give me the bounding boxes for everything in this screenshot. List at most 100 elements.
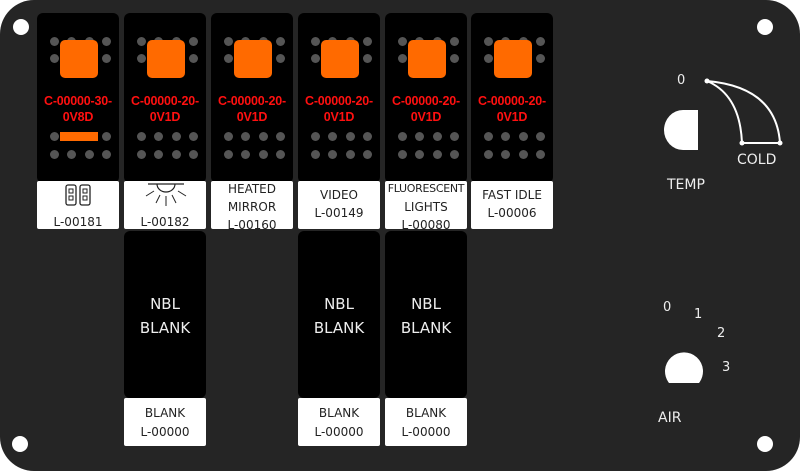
mounting-hole-bottom-left <box>12 436 28 452</box>
code-line2: 0V1D <box>410 110 442 124</box>
indicator-dot <box>433 132 442 141</box>
rocker-switch-1[interactable]: C-00000-30-0V8D <box>37 13 119 183</box>
indicator-dot <box>102 132 111 141</box>
indicator-dot <box>398 150 407 159</box>
indicator-dot <box>519 150 528 159</box>
indicator-dot <box>346 150 355 159</box>
indicator-dot <box>224 132 233 141</box>
indicator-dot <box>276 132 285 141</box>
indicator-dot <box>224 150 233 159</box>
indicator-dot <box>276 150 285 159</box>
indicator-dot <box>311 132 320 141</box>
code-line2: 0V1D <box>236 110 268 124</box>
indicator-dot <box>311 54 320 63</box>
sun-light-icon <box>145 183 187 206</box>
indicator-dot <box>224 54 233 63</box>
legend-text-line: MIRROR <box>227 200 277 214</box>
switch-part-code: C-00000-20-0V1D <box>211 93 293 125</box>
blank-label-part: L-00000 <box>140 425 190 439</box>
indicator-dot <box>328 132 337 141</box>
indicator-dot <box>50 54 59 63</box>
indicator-dot <box>346 132 355 141</box>
indicator-dot <box>501 132 510 141</box>
temp-knob[interactable] <box>663 108 703 152</box>
rocker-switch-2[interactable]: C-00000-20- 0V1D <box>124 13 206 183</box>
indicator-dot <box>241 132 250 141</box>
indicator-dot <box>328 150 337 159</box>
temp-cold-label: COLD <box>737 152 777 168</box>
code-line2: 0V1D <box>323 110 355 124</box>
indicator-dot <box>363 150 372 159</box>
indicator-lamp <box>60 40 98 78</box>
blank-plug-1: NBL BLANK <box>124 231 206 398</box>
legend-text-line: FLUORESCENT <box>387 182 465 195</box>
indicator-dot <box>259 132 268 141</box>
indicator-dot <box>450 150 459 159</box>
air-label: AIR <box>658 410 682 426</box>
blank-title-line2: BLANK <box>400 319 452 337</box>
code-line2: 0V1D <box>149 110 181 124</box>
switch-legend-1: L-00181 <box>37 181 119 229</box>
indicator-dot <box>536 54 545 63</box>
indicator-dot <box>189 54 198 63</box>
indicator-dot <box>311 37 320 46</box>
indicator-dot <box>189 37 198 46</box>
blank-label-line1: BLANK <box>318 406 360 420</box>
code-line1: C-00000-20- <box>131 94 199 108</box>
indicator-dot <box>484 132 493 141</box>
air-position-1: 1 <box>694 307 703 322</box>
rocker-switch-4[interactable]: C-00000-20-0V1D <box>298 13 380 183</box>
indicator-lamp <box>147 40 185 78</box>
blank-title-line1: NBL <box>150 295 180 313</box>
code-line2: 0V8D <box>62 110 94 124</box>
legend-part-number: L-00182 <box>140 215 190 229</box>
indicator-dot <box>85 150 94 159</box>
indicator-dot <box>536 132 545 141</box>
rocker-switch-5[interactable]: C-00000-20- 0V1D <box>385 13 467 183</box>
indicator-dot <box>433 150 442 159</box>
legend-text-line: LIGHTS <box>404 200 448 214</box>
mounting-hole-top-left <box>13 19 29 35</box>
code-line2: 0V1D <box>496 110 528 124</box>
blank-label-part: L-00000 <box>401 425 451 439</box>
indicator-dot <box>50 132 59 141</box>
code-line1: C-00000-20- <box>392 94 460 108</box>
indicator-lamp <box>321 40 359 78</box>
indicator-dot <box>398 132 407 141</box>
indicator-dot <box>102 37 111 46</box>
mounting-hole-bottom-right <box>757 436 773 452</box>
indicator-dot <box>102 54 111 63</box>
air-knob[interactable] <box>664 347 704 385</box>
rocker-switch-3[interactable]: C-00000-20-0V1D <box>211 13 293 183</box>
indicator-dot <box>137 132 146 141</box>
indicator-dot <box>363 54 372 63</box>
rocker-switch-6[interactable]: C-00000-20-0V1D <box>471 13 553 183</box>
legend-part-number: L-00160 <box>227 218 277 229</box>
indicator-dot <box>519 132 528 141</box>
temp-zero-label: 0 <box>677 73 686 88</box>
indicator-dot <box>311 150 320 159</box>
indicator-dot <box>259 150 268 159</box>
indicator-dot <box>50 150 59 159</box>
air-position-3: 3 <box>722 360 731 375</box>
indicator-dot <box>484 150 493 159</box>
blank-title-line2: BLANK <box>139 319 191 337</box>
indicator-dot <box>172 150 181 159</box>
indicator-dot <box>450 132 459 141</box>
indicator-dot <box>137 54 146 63</box>
indicator-dot <box>536 37 545 46</box>
indicator-dot <box>276 54 285 63</box>
blank-label-2: BLANK L-00000 <box>298 398 380 446</box>
blank-label-part: L-00000 <box>314 425 364 439</box>
switch-legend-2: L-00182 <box>124 181 206 229</box>
temp-cold-arc-icon <box>704 78 783 146</box>
indicator-dot <box>102 150 111 159</box>
indicator-dot <box>137 150 146 159</box>
indicator-dot <box>398 37 407 46</box>
indicator-lamp <box>408 40 446 78</box>
